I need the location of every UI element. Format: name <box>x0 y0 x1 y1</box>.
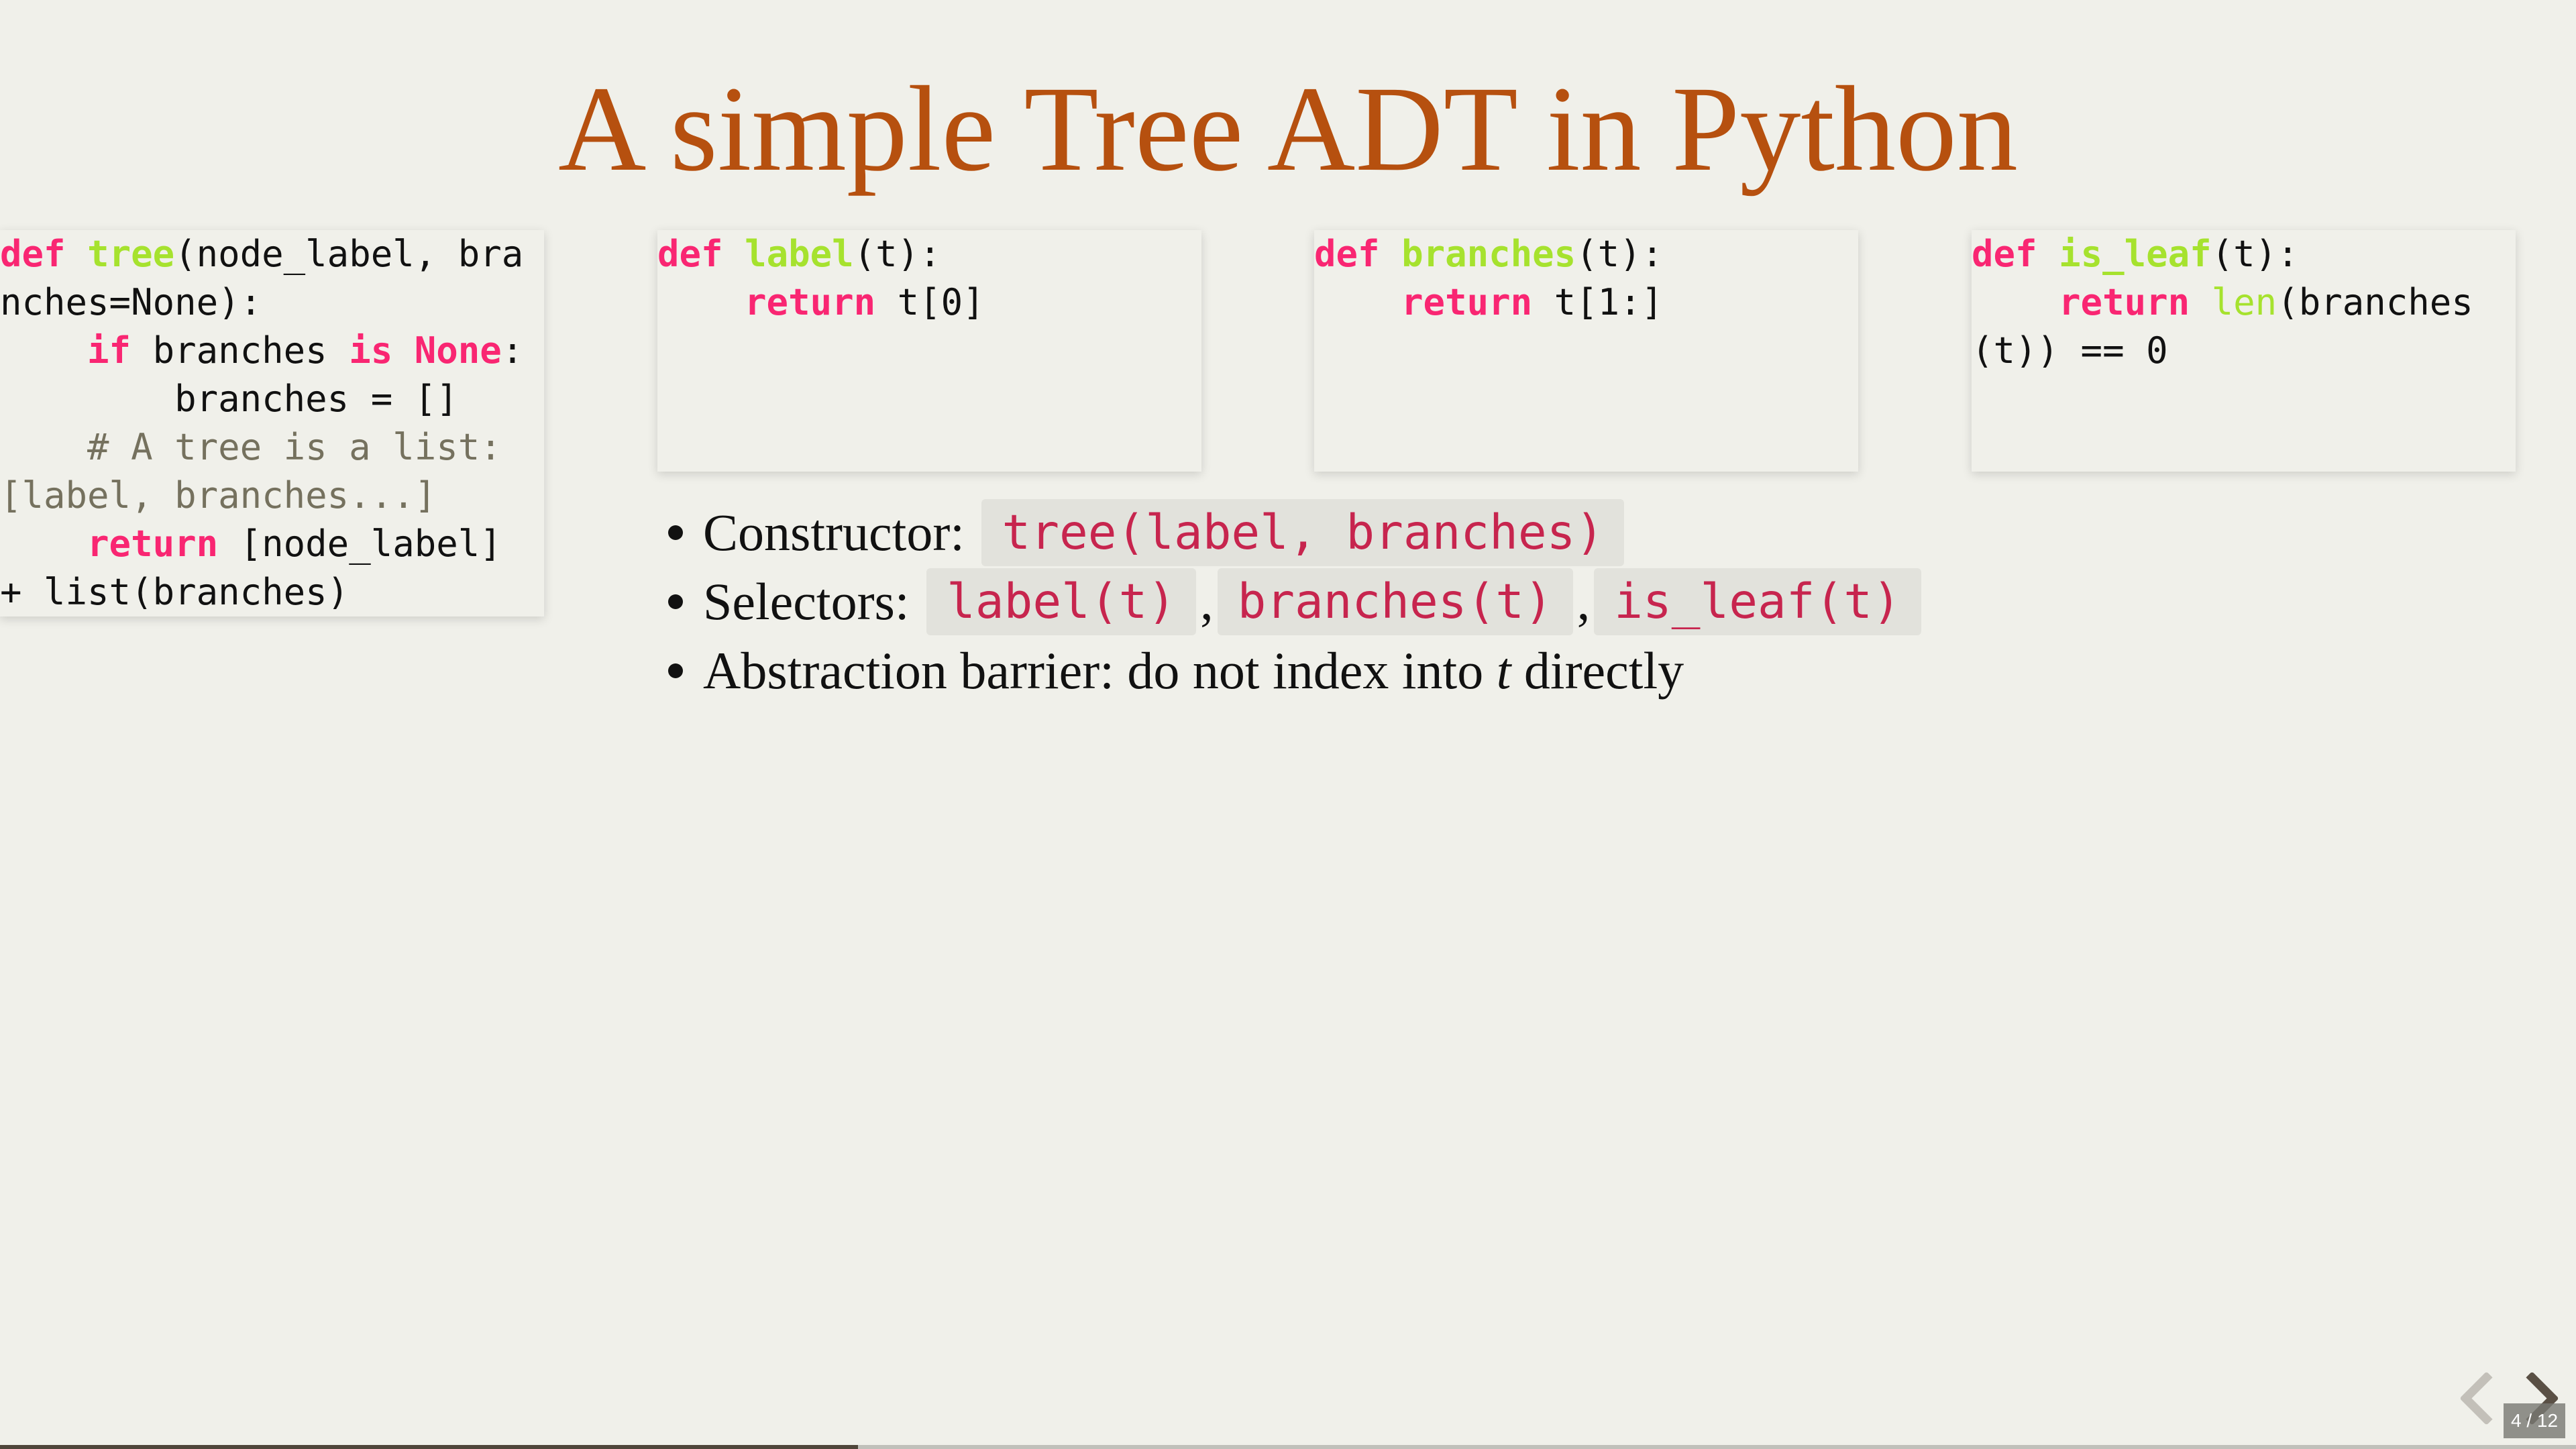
code-token <box>1314 281 1401 323</box>
keyword-token: def <box>1972 233 2037 275</box>
comment-token: # A tree is a list: [label, branches...] <box>0 426 524 517</box>
keyword-token: return <box>2059 281 2190 323</box>
keyword-token: def <box>657 233 723 275</box>
selector-label-code: label(t) <box>926 568 1197 635</box>
bullet-dot <box>668 594 683 609</box>
bullet-selectors: Selectors: label(t),branches(t),is_leaf(… <box>657 567 1925 636</box>
selector-is-leaf-code: is_leaf(t) <box>1594 568 1921 635</box>
keyword-token: return <box>745 281 876 323</box>
function-name-token: branches <box>1401 233 1576 275</box>
code-line: return t[0] <box>657 278 1201 327</box>
progress-bar <box>0 1445 2576 1449</box>
slide-counter: 4 / 12 <box>2504 1403 2565 1438</box>
label-selector-code: def label(t): return t[0] <box>657 230 1201 327</box>
code-token <box>723 233 745 275</box>
code-token: (t): <box>2211 233 2299 275</box>
branches-selector-code: def branches(t): return t[1:] <box>1314 230 1858 327</box>
code-token <box>0 523 87 565</box>
slide-title: A simple Tree ADT in Python <box>558 62 2018 197</box>
code-line: def tree(node_label, branches=None): <box>0 230 544 327</box>
keyword-token: def <box>0 233 66 275</box>
keyword-token: return <box>1401 281 1533 323</box>
bullet-dot <box>668 663 683 678</box>
code-block-label: def label(t): return t[0] <box>657 230 1201 472</box>
code-token <box>1972 281 2059 323</box>
code-block-branches: def branches(t): return t[1:] <box>1314 230 1858 472</box>
code-token <box>0 426 87 468</box>
code-token <box>657 281 745 323</box>
bullet-dot <box>668 525 683 540</box>
barrier-text: Abstraction barrier: do not index into <box>703 641 1497 700</box>
is-leaf-selector-code: def is_leaf(t): return len(branches(t)) … <box>1972 230 2516 375</box>
code-token <box>2190 281 2212 323</box>
code-line: def branches(t): <box>1314 230 1858 278</box>
bullet-constructor: Constructor: tree(label, branches) <box>657 498 1925 567</box>
code-token <box>66 233 88 275</box>
code-token: branches <box>131 329 350 372</box>
code-line: if branches is None: <box>0 327 544 375</box>
code-block-tree: def tree(node_label, branches=None): if … <box>0 230 544 616</box>
function-name-token: tree <box>87 233 175 275</box>
code-token: (branches(t)) == 0 <box>1972 281 2473 372</box>
selector-branches-code: branches(t) <box>1217 568 1573 635</box>
comma: , <box>1576 572 1591 631</box>
code-line: return [node_label] + list(branches) <box>0 520 544 616</box>
function-name-token: label <box>745 233 854 275</box>
keyword-token: if <box>87 329 131 372</box>
code-line: def is_leaf(t): <box>1972 230 2516 278</box>
keyword-token: return <box>87 523 219 565</box>
keyword-token: None <box>414 329 502 372</box>
code-token: t[0] <box>875 281 985 323</box>
code-token: (node_label, branches=None): <box>0 233 524 323</box>
comma: , <box>1200 572 1214 631</box>
code-line: # A tree is a list: [label, branches...] <box>0 423 544 520</box>
code-line: branches = [] <box>0 375 544 423</box>
bullet-list: Constructor: tree(label, branches) Selec… <box>657 498 1925 705</box>
tree-constructor-code: def tree(node_label, branches=None): if … <box>0 230 544 616</box>
code-token <box>2037 233 2059 275</box>
selectors-label: Selectors: <box>703 572 923 631</box>
code-block-is-leaf: def is_leaf(t): return len(branches(t)) … <box>1972 230 2516 472</box>
keyword-token: def <box>1314 233 1380 275</box>
code-token: (t): <box>853 233 941 275</box>
keyword-token: is <box>349 329 393 372</box>
code-token: branches = [] <box>0 378 458 420</box>
barrier-variable: t <box>1496 641 1511 700</box>
code-token: : <box>501 329 524 372</box>
code-token: (t): <box>1576 233 1664 275</box>
constructor-label: Constructor: <box>703 503 978 561</box>
code-token <box>1380 233 1402 275</box>
code-token: t[1:] <box>1532 281 1664 323</box>
function-name-token: is_leaf <box>2059 233 2212 275</box>
code-token <box>392 329 415 372</box>
barrier-text-end: directly <box>1511 641 1684 700</box>
progress-fill <box>0 1445 858 1449</box>
bullet-abstraction-barrier: Abstraction barrier: do not index into t… <box>657 636 1925 705</box>
code-token <box>0 329 87 372</box>
builtin-token: len <box>2211 281 2277 323</box>
constructor-code: tree(label, branches) <box>981 498 1625 566</box>
code-line: return t[1:] <box>1314 278 1858 327</box>
code-line: def label(t): <box>657 230 1201 278</box>
code-token: [node_label] + list(branches) <box>0 523 524 613</box>
code-line: return len(branches(t)) == 0 <box>1972 278 2516 375</box>
